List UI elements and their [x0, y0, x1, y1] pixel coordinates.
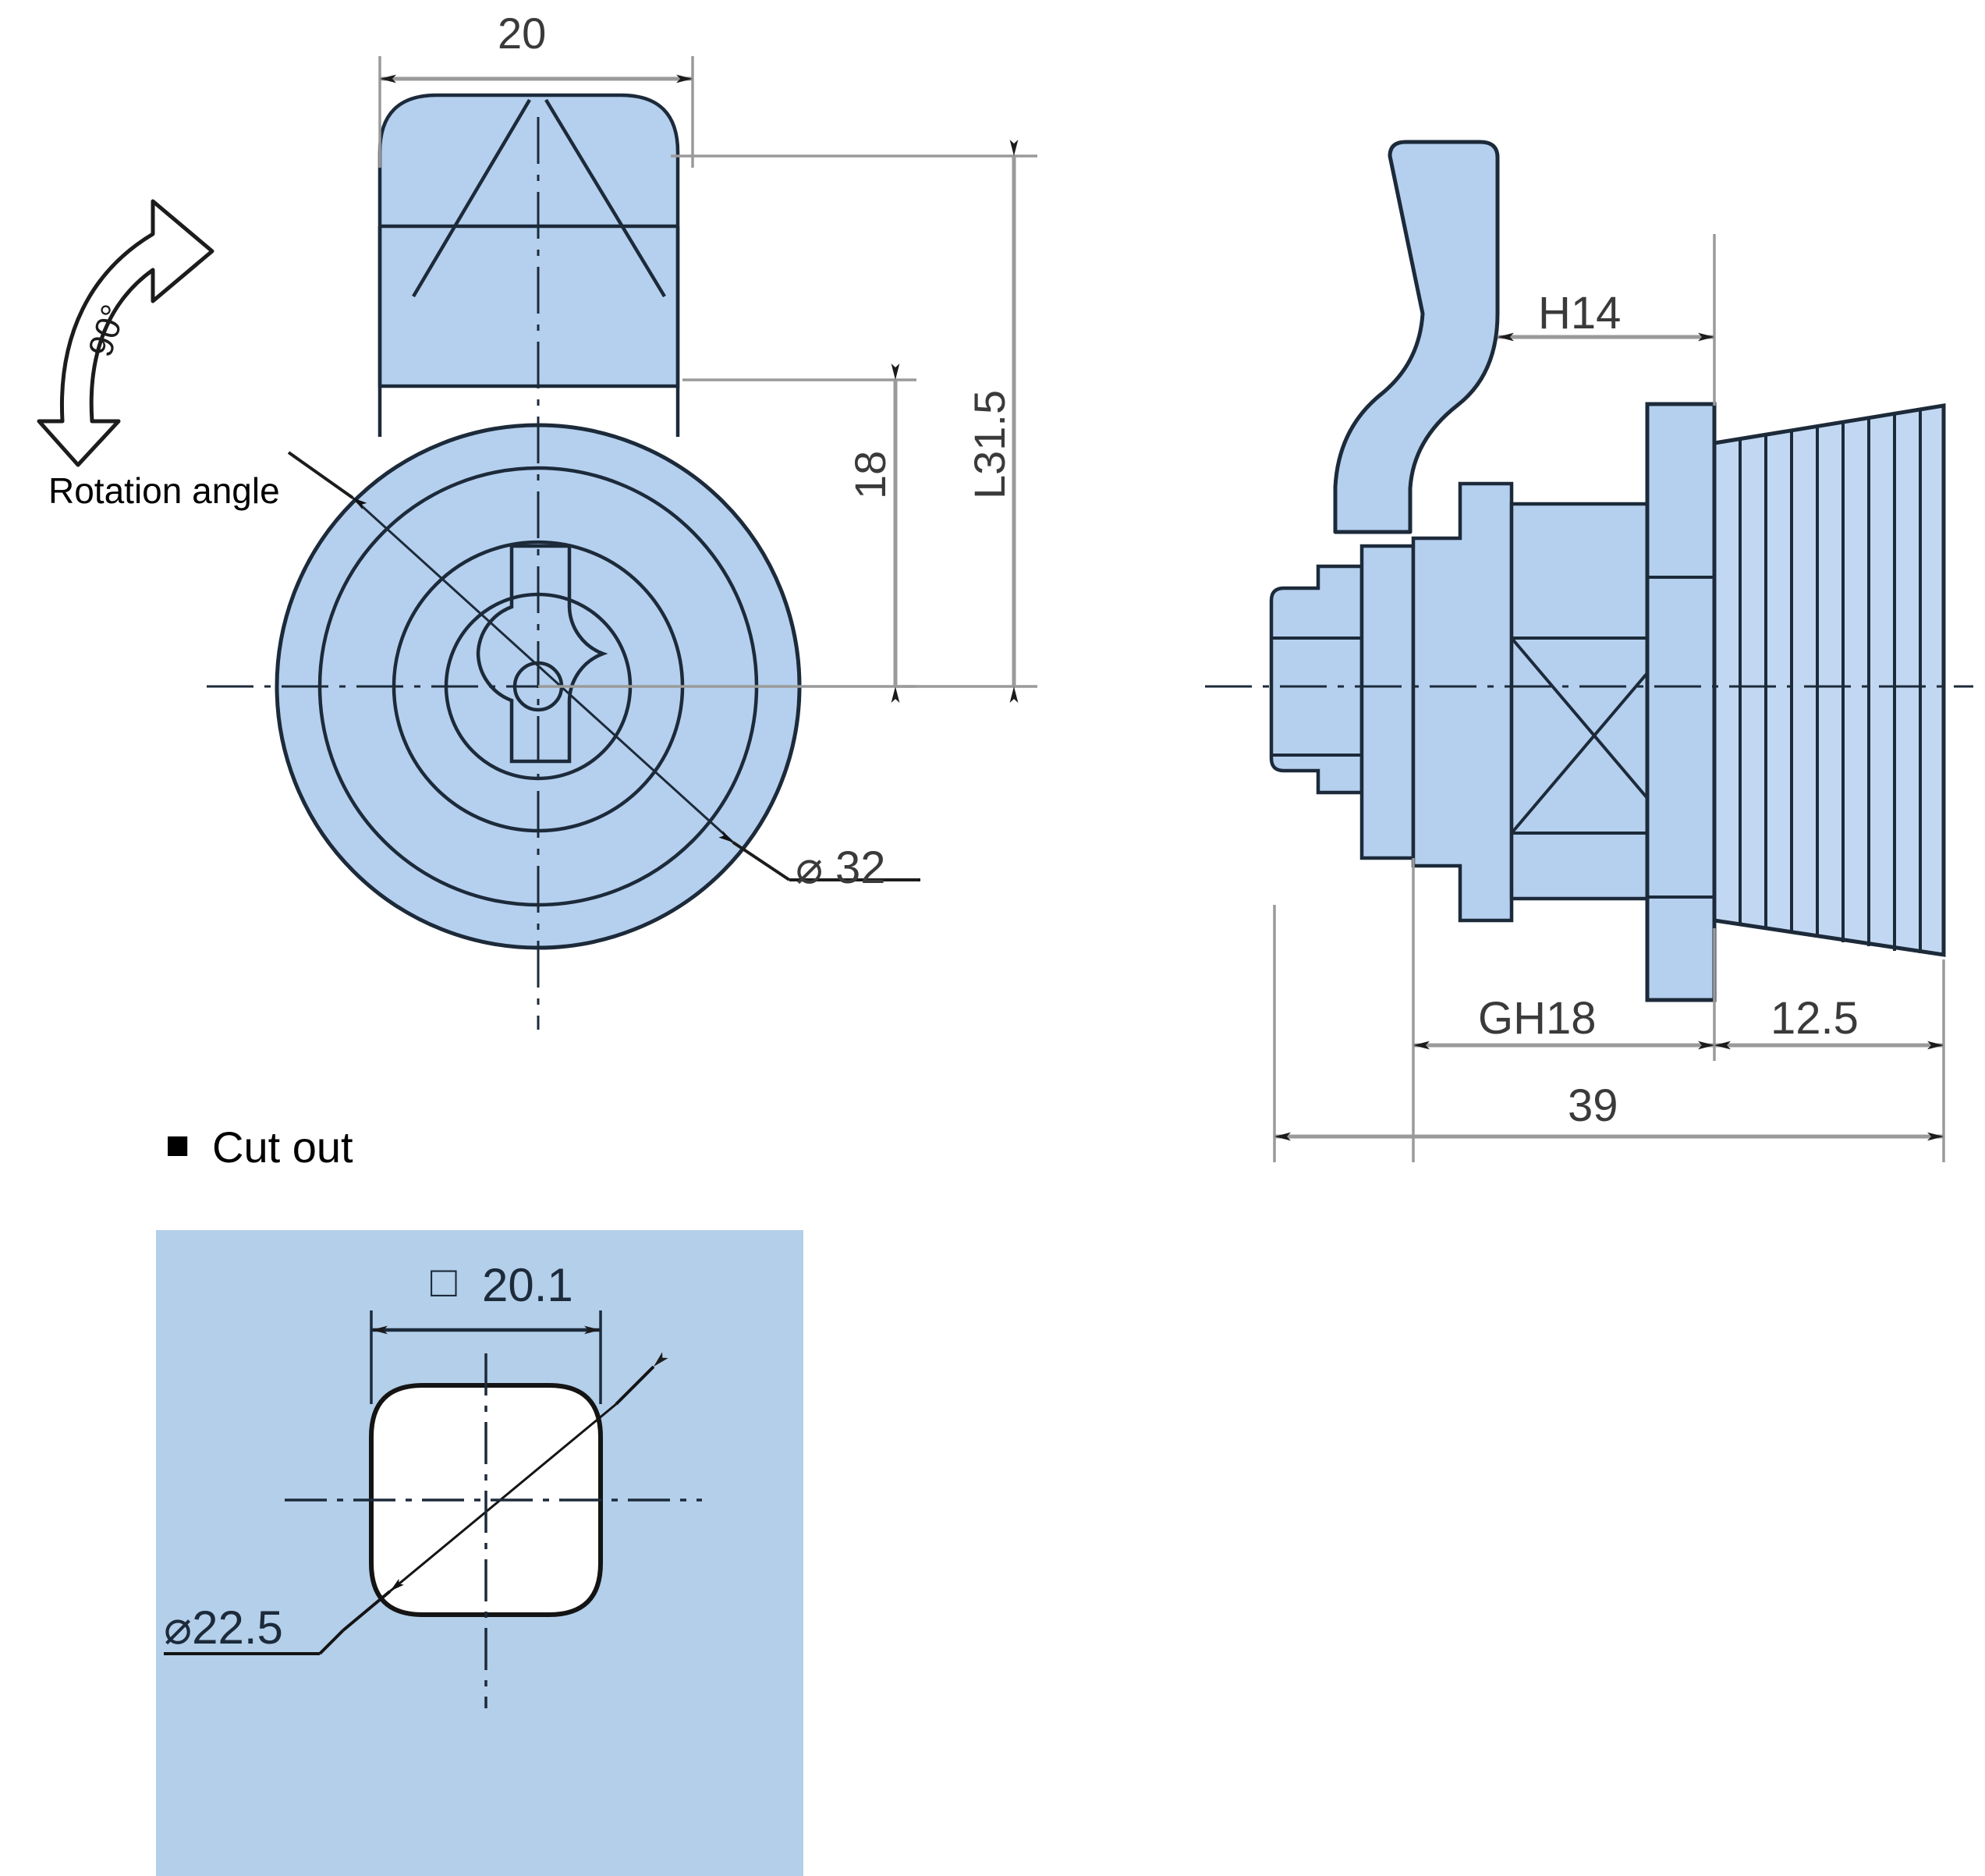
side-view-geometry	[1205, 140, 1973, 1002]
rotation-arrow-icon	[37, 199, 214, 467]
dim-label-GH18: GH18	[1478, 993, 1597, 1044]
dim-height-L31-5	[671, 140, 1037, 703]
cutout-bullet-icon: ■	[165, 1122, 190, 1168]
handle-chamfer-right	[544, 98, 666, 298]
curved-arrow-shape	[37, 199, 214, 467]
rotation-angle-caption: Rotation angle	[48, 470, 280, 511]
leader-line	[287, 451, 367, 510]
rear-cap	[1269, 564, 1364, 795]
keyway-slot	[476, 544, 608, 764]
dim-group-bottom	[1273, 858, 1945, 1162]
thread-taper-body	[1712, 403, 1946, 957]
square-symbol-icon: □	[431, 1257, 457, 1306]
rotation-leader	[287, 451, 367, 510]
cutout-leader-bend	[318, 1629, 345, 1655]
shaft-block	[1359, 544, 1416, 860]
cutout-leader-line	[342, 1578, 404, 1632]
front-view-geometry	[207, 93, 874, 1030]
dim-label-H14: H14	[1538, 288, 1622, 339]
dim-width-20	[378, 56, 694, 168]
handle-chamfer-left	[412, 98, 531, 298]
cutout-panel	[156, 1230, 803, 1876]
flange-plate	[1645, 402, 1717, 1002]
thread-ribs	[1739, 410, 1922, 953]
leader-line	[718, 831, 791, 881]
dim-height-18	[538, 363, 916, 703]
cutout-title: Cut out	[212, 1122, 353, 1172]
dim-label-L31-5: L31.5	[965, 389, 1014, 499]
cutout-radius-pointer	[615, 1352, 668, 1406]
dim-label-diameter-32: ⌀ 32	[796, 842, 886, 893]
cutout-diagonal	[389, 1403, 617, 1593]
dim-label-width-20: 20	[498, 9, 547, 58]
dim-label-20-1: 20.1	[482, 1259, 573, 1311]
dim-label-12-5: 12.5	[1771, 993, 1859, 1044]
dim-label-18: 18	[845, 450, 895, 499]
dim-label-39: 39	[1568, 1080, 1618, 1131]
dim-H14	[1498, 234, 1716, 406]
dim-diameter-32-leader	[718, 831, 920, 881]
knob-diagonal-line	[351, 496, 735, 844]
collar-step	[1411, 481, 1514, 923]
front-handle-body	[378, 93, 680, 388]
dim-label-diameter-22-5: ⌀22.5	[164, 1601, 283, 1654]
side-lever-handle	[1333, 140, 1500, 534]
